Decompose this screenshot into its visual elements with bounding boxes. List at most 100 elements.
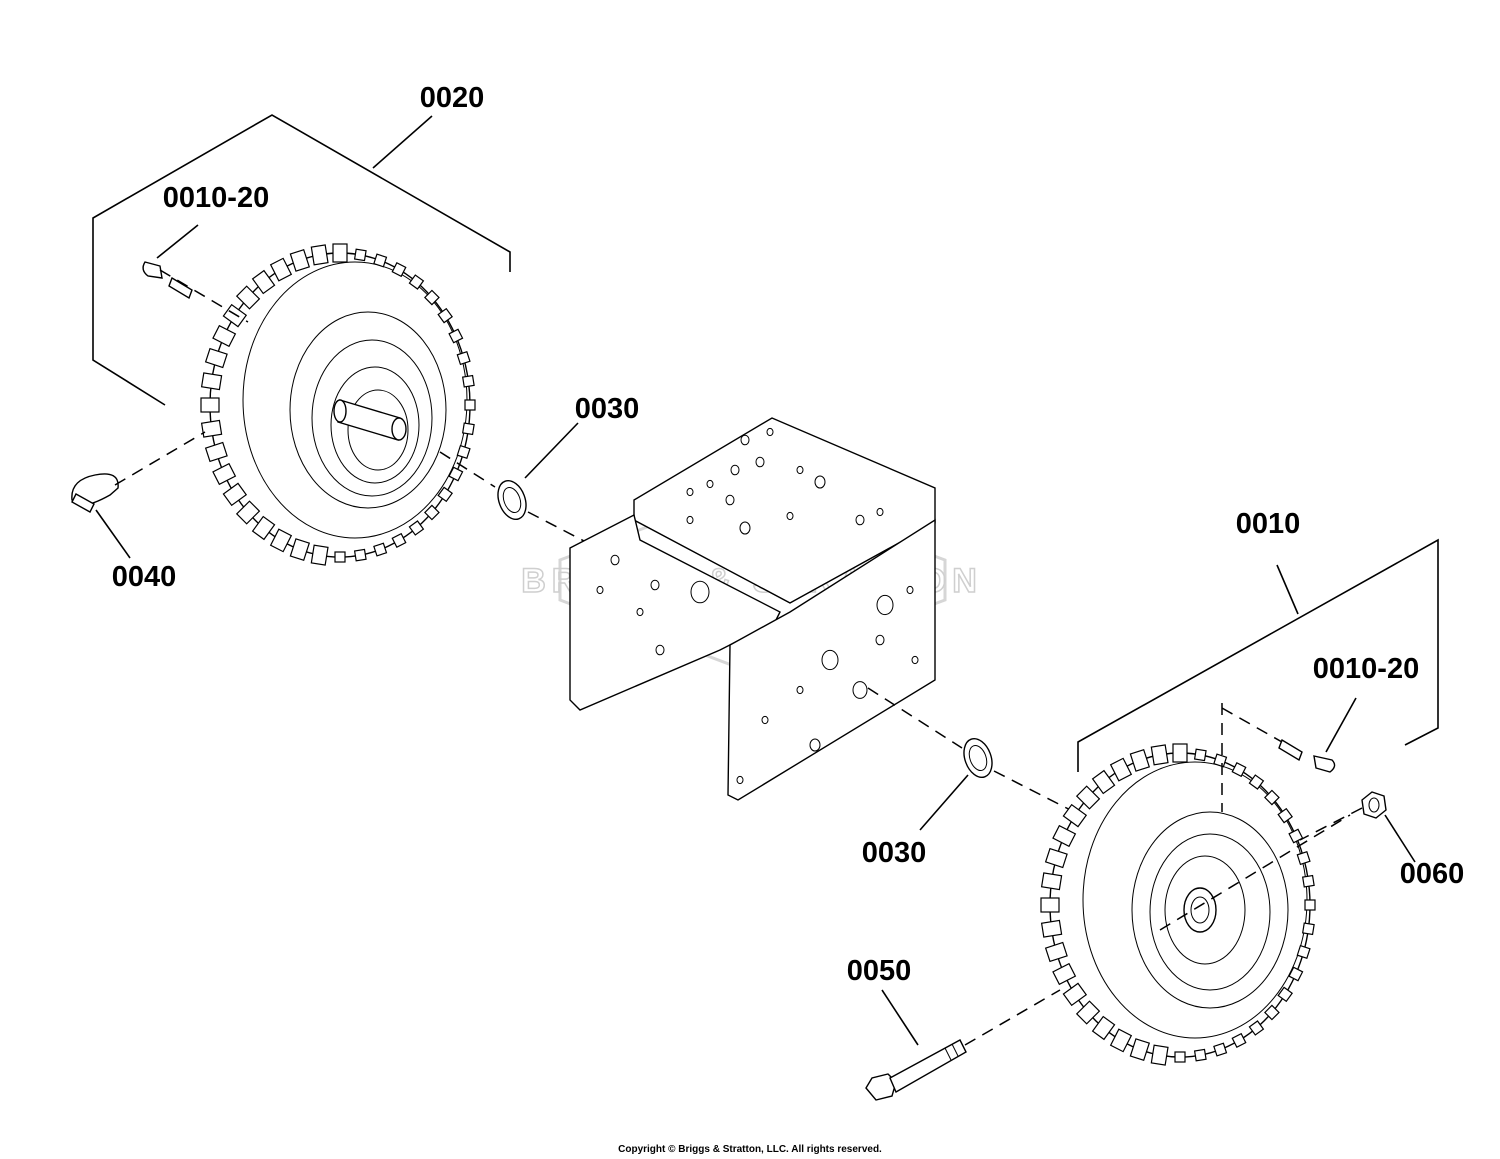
tread-lug	[456, 444, 471, 460]
tread-lug	[353, 248, 367, 262]
tread-lug	[1264, 789, 1280, 806]
frame-hole	[655, 644, 665, 656]
tread-lug	[1075, 1000, 1101, 1025]
tread-lug	[1296, 850, 1311, 866]
frame-hole	[650, 579, 660, 591]
frame-hole	[786, 511, 794, 521]
tread-lug	[373, 542, 388, 557]
frame-hole	[740, 434, 750, 446]
tread-lug	[464, 399, 476, 411]
tread-lug	[289, 248, 311, 272]
callout-0030-lower: 0030	[862, 837, 927, 869]
tread-lug	[1193, 748, 1207, 762]
tread-lug	[1150, 744, 1169, 766]
callout-0040: 0040	[112, 561, 177, 593]
tread-lug	[391, 262, 407, 278]
tread-lug	[235, 285, 261, 310]
upper-washer	[497, 422, 579, 521]
tread-lug	[424, 289, 440, 306]
tread-lug	[1288, 966, 1304, 982]
tread-lug	[200, 419, 223, 438]
frame-hole	[755, 456, 765, 468]
frame-hole	[706, 479, 714, 489]
tread-lug	[1296, 944, 1311, 960]
frame-hole	[855, 514, 865, 526]
tread-lug	[251, 515, 276, 541]
frame-hole	[821, 649, 839, 671]
tread-lug	[353, 548, 367, 562]
tread-lug	[334, 551, 346, 563]
callout-0050: 0050	[847, 955, 912, 987]
tread-lug	[1301, 874, 1315, 888]
tread-lug	[310, 544, 329, 566]
tread-lug	[212, 462, 237, 486]
callout-0030-upper: 0030	[575, 393, 640, 425]
frame-hole	[876, 594, 894, 616]
tread-lug	[222, 303, 248, 328]
left-valve-stem	[142, 224, 199, 300]
frame-hole	[686, 487, 694, 497]
tread-lug	[1044, 847, 1068, 869]
tread-lug	[1248, 774, 1265, 790]
tread-lug	[461, 422, 475, 436]
callout-0020: 0020	[420, 82, 485, 114]
frame-hole	[596, 585, 604, 595]
tread-lug	[448, 466, 464, 482]
tread-lug	[1091, 769, 1116, 795]
frame-hole	[690, 580, 710, 604]
tread-lug	[1109, 757, 1133, 782]
frame-hole	[610, 554, 620, 566]
tread-lug	[1062, 982, 1088, 1007]
tread-lug	[1052, 824, 1077, 848]
tread-lug	[204, 441, 228, 463]
tread-lug	[1231, 1032, 1247, 1048]
tread-lug	[1248, 1020, 1265, 1036]
tread-lug	[437, 486, 453, 503]
frame-hole	[739, 521, 751, 535]
tread-lug	[373, 253, 388, 268]
tread-lug	[269, 257, 293, 282]
tread-lug	[310, 244, 329, 266]
tread-lug	[456, 350, 471, 366]
frame-hole	[736, 775, 744, 785]
tread-lug	[408, 274, 425, 290]
frame-hole	[875, 634, 885, 646]
tread-lug	[1040, 897, 1060, 913]
tread-lug	[1062, 803, 1088, 828]
frame-hole	[796, 465, 804, 475]
right-wheel-assembly	[1040, 538, 1439, 1066]
tread-lug	[269, 528, 293, 553]
right-valve-stem	[1278, 697, 1357, 773]
tread-lug	[1277, 986, 1293, 1003]
frame-hole	[809, 738, 821, 752]
tread-lug	[251, 269, 276, 295]
tread-lug	[235, 500, 261, 525]
tread-lug	[200, 372, 223, 391]
tread-lug	[1172, 743, 1188, 763]
tread-lug	[448, 328, 464, 344]
tread-lug	[1052, 962, 1077, 986]
left-tire	[200, 243, 476, 566]
tread-lug	[1129, 748, 1151, 772]
frame-hole	[906, 585, 914, 595]
left-wheel-assembly	[71, 114, 511, 566]
tread-lug	[437, 307, 453, 324]
tread-lug	[204, 347, 228, 369]
frame-hole	[686, 515, 694, 525]
tread-lug	[1264, 1004, 1280, 1021]
frame-hole	[766, 427, 774, 437]
callout-0060: 0060	[1400, 858, 1465, 890]
tread-lug	[1109, 1028, 1133, 1053]
tread-lug	[1301, 922, 1315, 936]
tread-lug	[408, 520, 425, 536]
tread-lug	[1040, 872, 1063, 891]
lock-nut	[1361, 791, 1416, 863]
frame-hole	[725, 494, 735, 506]
callout-0010-20-left: 0010-20	[163, 182, 269, 214]
tread-lug	[1231, 762, 1247, 778]
tread-lug	[1040, 919, 1063, 938]
frame-hole	[796, 685, 804, 695]
frame-hole	[911, 655, 919, 665]
tread-lug	[1091, 1015, 1116, 1041]
frame-hole	[636, 607, 644, 617]
